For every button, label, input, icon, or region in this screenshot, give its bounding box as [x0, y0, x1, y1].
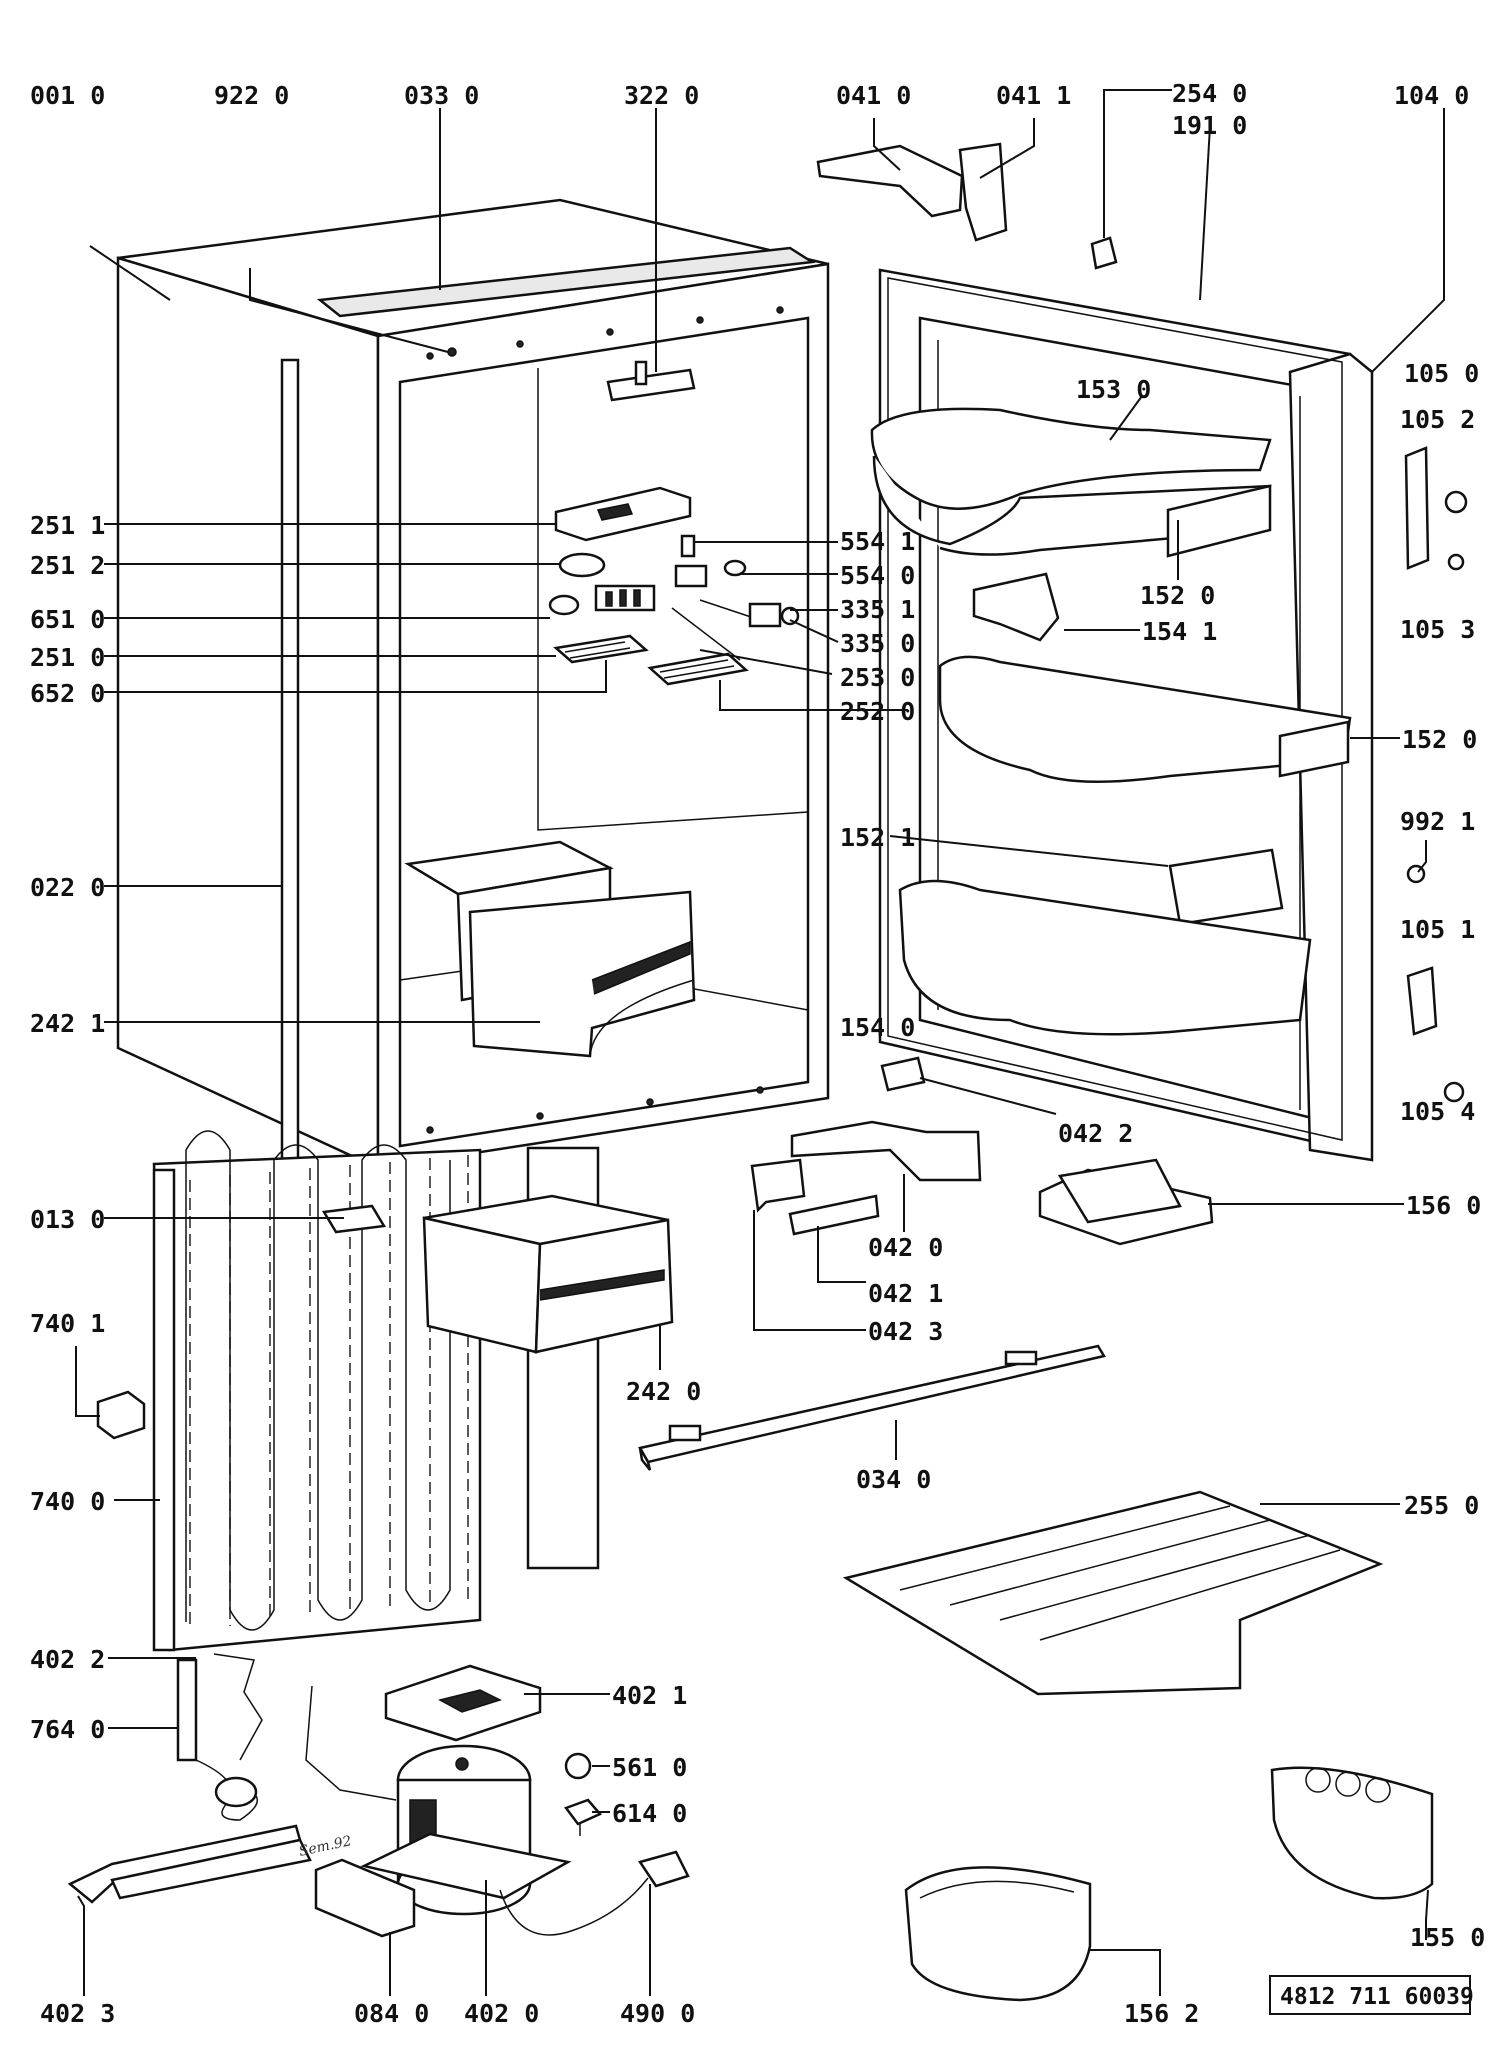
label-041-0: 041 0 [836, 81, 911, 110]
label-084-0: 084 0 [354, 1999, 429, 2028]
leader-lines [75, 89, 1445, 1996]
door-bin-154-0 [898, 879, 1312, 1036]
label-022-0: 022 0 [30, 873, 105, 902]
rail-034-0 [638, 1344, 1106, 1471]
door-bin-152-0-middle [938, 655, 1352, 784]
part-740-1-holder [96, 1390, 146, 1440]
label-614-0: 614 0 [612, 1799, 687, 1828]
label-554-1: 554 1 [840, 527, 915, 556]
label-152-0-middle: 152 0 [1402, 725, 1477, 754]
label-034-0: 034 0 [856, 1465, 931, 1494]
label-242-1: 242 1 [30, 1009, 105, 1038]
part-013-0-clip [321, 1204, 387, 1234]
crisper-242-1 [404, 840, 696, 1058]
label-154-0: 154 0 [840, 1013, 915, 1042]
label-402-3: 402 3 [40, 1999, 115, 2028]
label-251-2: 251 2 [30, 551, 105, 580]
label-252-0: 252 0 [840, 697, 915, 726]
door-bin-152-0-top [872, 455, 1272, 558]
bracket-402-1 [384, 1664, 542, 1742]
base-plate-402-3 [67, 1824, 312, 1904]
label-402-2: 402 2 [30, 1645, 105, 1674]
label-335-1: 335 1 [840, 595, 915, 624]
label-042-0: 042 0 [868, 1233, 943, 1262]
label-155-0: 155 0 [1410, 1923, 1485, 1952]
power-cord-490-0 [499, 1850, 690, 1936]
label-001-0: 001 0 [30, 81, 105, 110]
hinge-042 [750, 1120, 982, 1236]
label-013-0: 013 0 [30, 1205, 105, 1234]
label-191-0: 191 0 [1172, 111, 1247, 140]
dairy-cover-156-0 [1038, 1158, 1214, 1246]
label-105-1: 105 1 [1400, 915, 1475, 944]
foot-084-0 [314, 1858, 416, 1938]
thermostat-parts [548, 534, 800, 686]
part-322-0-bracket [606, 360, 696, 402]
label-740-1: 740 1 [30, 1309, 105, 1338]
label-154-1: 154 1 [1142, 617, 1217, 646]
label-992-1: 992 1 [1400, 807, 1475, 836]
clip-614-0 [563, 1798, 603, 1836]
part-labels: 001 0 922 0 033 0 322 0 041 0 041 1 254 … [30, 79, 1485, 2028]
label-402-1: 402 1 [612, 1681, 687, 1710]
bracket-154-1 [972, 572, 1060, 642]
label-105-3: 105 3 [1400, 615, 1475, 644]
label-104-0: 104 0 [1394, 81, 1469, 110]
part-042-2 [880, 1056, 926, 1092]
label-152-0-top: 152 0 [1140, 581, 1215, 610]
gasket-191-0 [887, 277, 1343, 1141]
label-402-0: 402 0 [464, 1999, 539, 2028]
hinge-041 [816, 142, 1008, 242]
label-042-1: 042 1 [868, 1279, 943, 1308]
capillary-764-0 [176, 1658, 258, 1821]
handwritten-note: Sem.92 [298, 1833, 354, 1860]
label-254-0: 254 0 [1172, 79, 1247, 108]
label-740-0: 740 0 [30, 1487, 105, 1516]
label-651-0: 651 0 [30, 605, 105, 634]
label-033-0: 033 0 [404, 81, 479, 110]
compressor-402-0 [360, 1744, 572, 1916]
label-251-0: 251 0 [30, 643, 105, 672]
cabinet [116, 198, 830, 1202]
bin-155-0 [1270, 1766, 1434, 1900]
label-105-2: 105 2 [1400, 405, 1475, 434]
pipe-402-2 [213, 1653, 397, 1801]
label-152-1: 152 1 [840, 823, 915, 852]
label-652-0: 652 0 [30, 679, 105, 708]
label-105-4: 105 4 [1400, 1097, 1475, 1126]
label-251-1: 251 1 [30, 511, 105, 540]
egg-tray-152-1 [1168, 848, 1284, 926]
label-105-0: 105 0 [1404, 359, 1479, 388]
label-156-2: 156 2 [1124, 1999, 1199, 2028]
grommet-561-0 [564, 1752, 592, 1780]
label-042-2: 042 2 [1058, 1119, 1133, 1148]
label-156-0: 156 0 [1406, 1191, 1481, 1220]
bin-156-2 [904, 1866, 1092, 2002]
label-561-0: 561 0 [612, 1753, 687, 1782]
label-153-0: 153 0 [1076, 375, 1151, 404]
label-764-0: 764 0 [30, 1715, 105, 1744]
label-255-0: 255 0 [1404, 1491, 1479, 1520]
label-335-0: 335 0 [840, 629, 915, 658]
door-small-parts [1404, 446, 1468, 1103]
label-253-0: 253 0 [840, 663, 915, 692]
door-bin-153-0 [870, 407, 1272, 510]
label-041-1: 041 1 [996, 81, 1071, 110]
label-322-0: 322 0 [624, 81, 699, 110]
glass-shelf-255-0 [842, 1490, 1384, 1696]
part-254-0 [1090, 236, 1118, 270]
label-922-0: 922 0 [214, 81, 289, 110]
crisper-drawer-242-0 [422, 1194, 674, 1354]
label-490-0: 490 0 [620, 1999, 695, 2028]
label-042-3: 042 3 [868, 1317, 943, 1346]
document-number: 4812 711 60039 [1280, 1984, 1474, 2010]
thermostat-housing [554, 486, 692, 542]
document-number-stamp: 4812 711 60039 [1269, 1975, 1474, 2015]
label-242-0: 242 0 [626, 1377, 701, 1406]
label-554-0: 554 0 [840, 561, 915, 590]
